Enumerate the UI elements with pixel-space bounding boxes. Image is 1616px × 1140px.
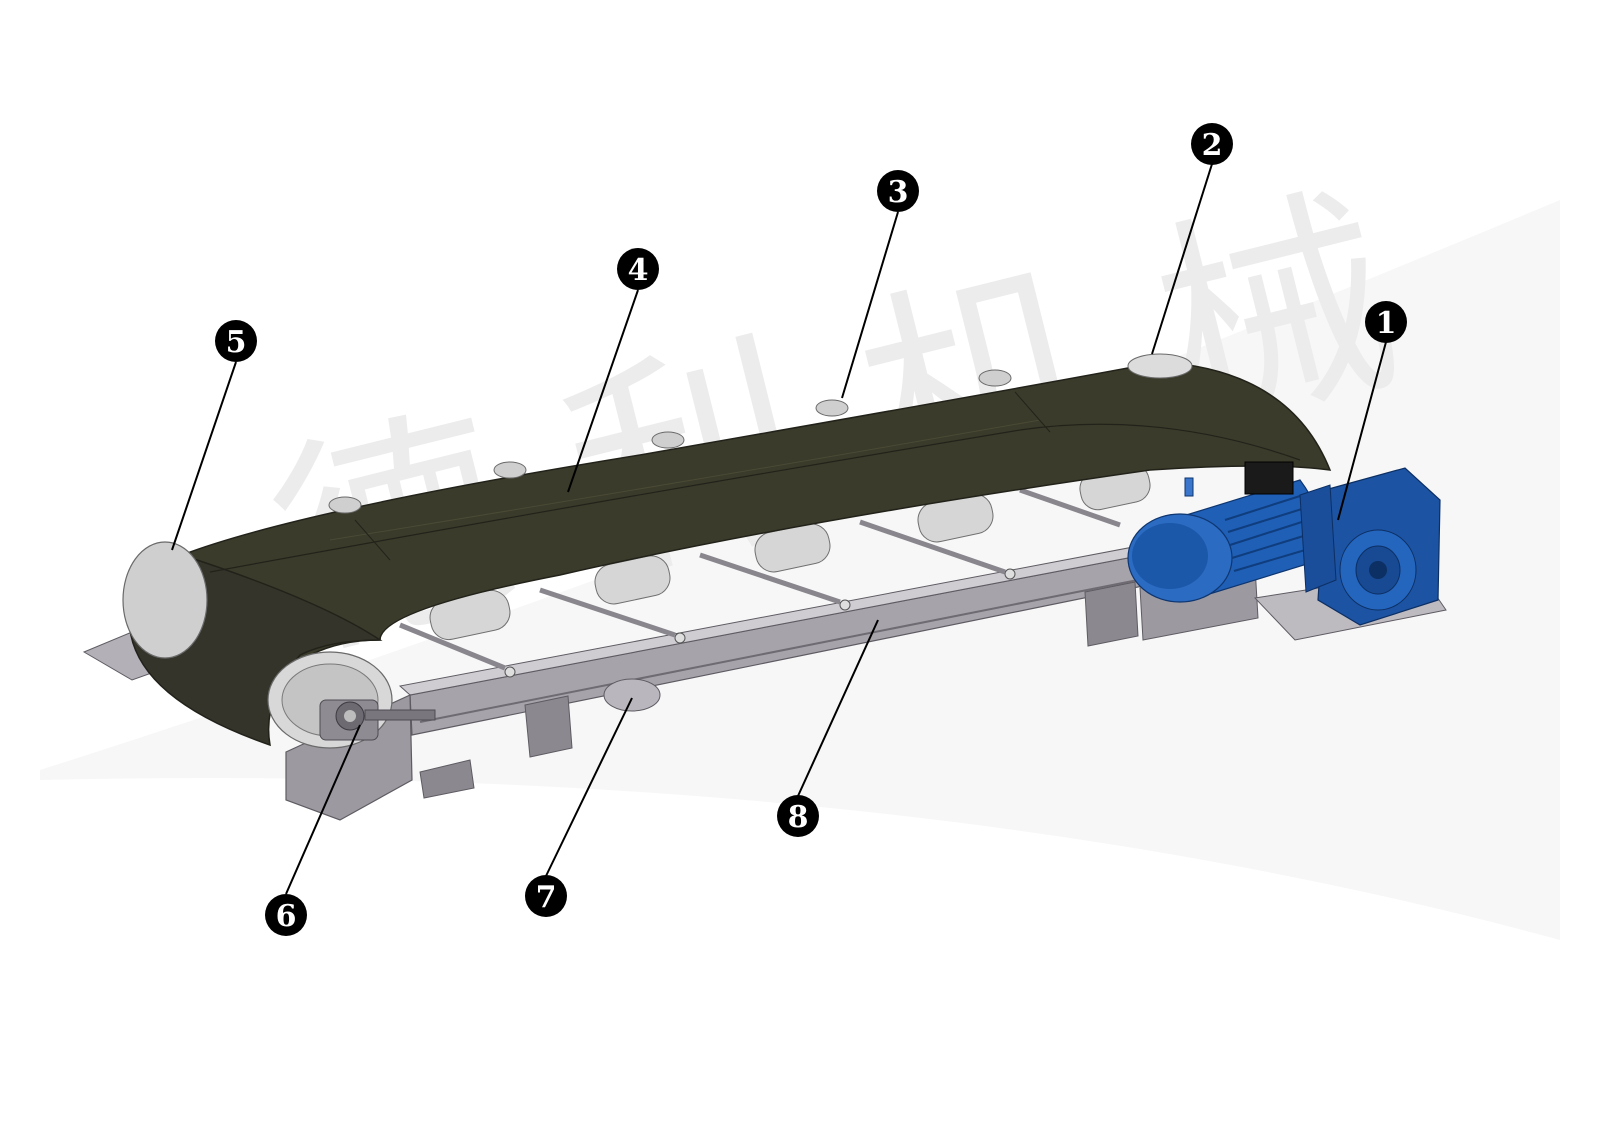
return-idlers [328,369,1012,514]
callout-8: 8 [777,795,819,837]
callout-3: 3 [877,170,919,212]
support-leg-4 [419,759,475,799]
callout-7: 7 [525,875,567,917]
svg-text:2: 2 [1202,128,1223,163]
take-up-bearing [319,699,436,741]
svg-text:4: 4 [628,253,649,288]
svg-text:3: 3 [888,175,909,210]
callout-5: 5 [215,320,257,362]
terminal-box [1244,461,1294,495]
leader-lines [171,163,1387,895]
svg-text:5: 5 [226,325,247,360]
motor-reducer [1127,461,1441,626]
support-leg-1 [524,695,573,758]
callout-2: 2 [1191,123,1233,165]
head-pulley [1127,353,1193,379]
rail-groove [419,571,1179,723]
cross-members [399,487,1121,671]
svg-text:1: 1 [1376,306,1397,341]
callout-4: 4 [617,248,659,290]
support-leg-2 [1084,581,1139,647]
callout-1: 1 [1365,301,1407,343]
lower-roller [603,678,661,712]
svg-text:8: 8 [788,800,809,835]
callout-6: 6 [265,894,307,936]
svg-text:6: 6 [276,899,297,934]
belt-upper-run [180,361,1332,702]
svg-text:7: 7 [536,880,557,915]
